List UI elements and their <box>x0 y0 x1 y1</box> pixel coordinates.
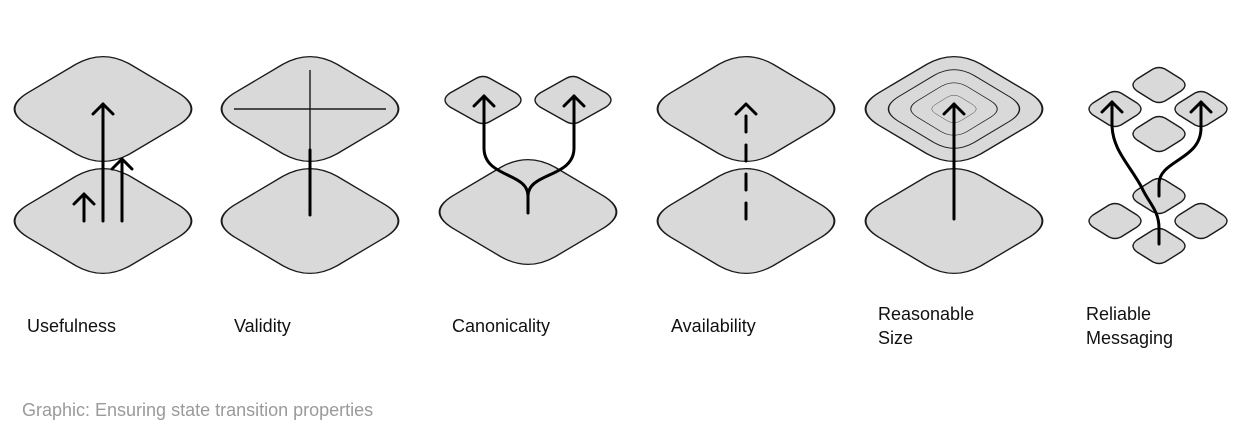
property-label-canonicality: Canonicality <box>452 316 551 336</box>
availability-illustration <box>656 55 836 275</box>
dashed-arrow-icon <box>734 102 758 221</box>
figure-caption: Graphic: Ensuring state transition prope… <box>22 400 374 420</box>
state-tile <box>1088 202 1142 240</box>
property-label-usefulness: Usefulness <box>27 316 117 336</box>
up-arrow-icon <box>72 192 96 223</box>
usefulness-illustration <box>13 55 193 275</box>
property-label-validity: Validity <box>234 316 291 336</box>
validity-illustration <box>220 55 400 275</box>
state-tile <box>1132 115 1186 153</box>
state-tile <box>1088 90 1142 128</box>
state-tile <box>1132 66 1186 104</box>
reliable-messaging-illustration <box>1088 66 1228 265</box>
up-arrow-icon <box>91 102 115 223</box>
fork-arrow-icon <box>472 94 586 215</box>
property-label-reliable-messaging: Reliable Messaging <box>1086 304 1174 348</box>
message-arrow-icon <box>1100 100 1161 246</box>
message-arrow-icon <box>1157 100 1213 198</box>
up-arrow-icon <box>110 157 134 223</box>
property-label-reasonable-size: Reasonable Size <box>878 304 975 348</box>
reasonable-size-illustration <box>864 55 1044 275</box>
canonicality-illustration <box>438 75 618 266</box>
property-label-availability: Availability <box>671 316 756 336</box>
up-arrow-icon <box>942 102 966 221</box>
state-tile <box>1174 202 1228 240</box>
